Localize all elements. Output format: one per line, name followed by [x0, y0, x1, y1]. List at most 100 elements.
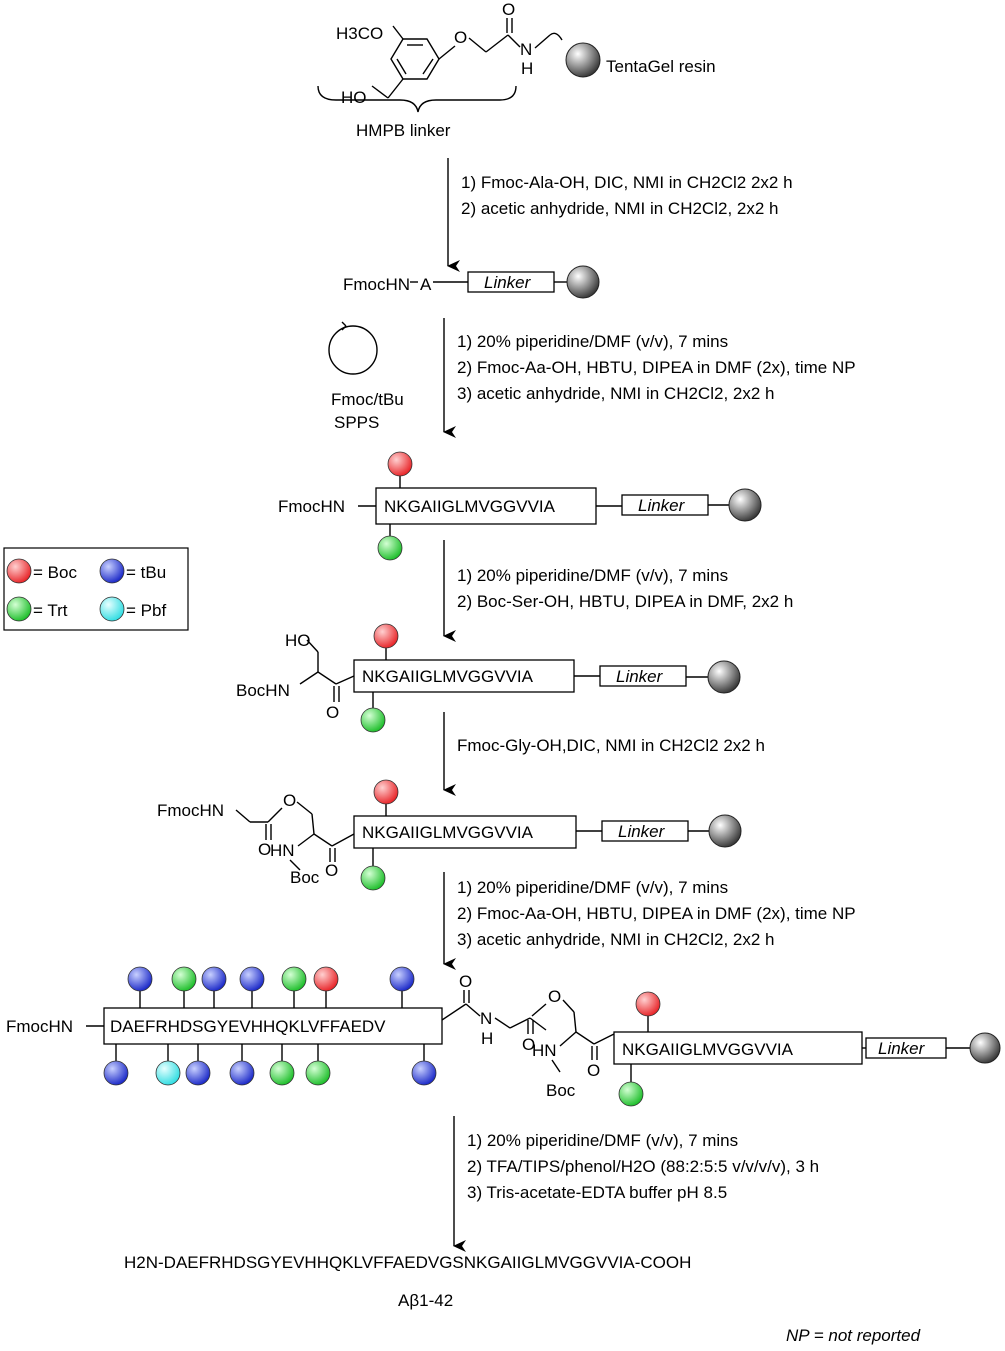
legend-boc-icon — [6, 558, 32, 584]
tbu-group-icon — [127, 966, 153, 992]
resin-bead-icon — [566, 265, 600, 299]
int3-linker-label: Linker — [616, 667, 664, 686]
legend: = Boc = tBu = Trt = Pbf — [3, 547, 189, 631]
protecting-groups-top — [127, 966, 415, 1008]
int3-bochn: BocHN — [236, 681, 290, 700]
step5-line1: 1) 20% piperidine/DMF (v/v), 7 mins — [457, 878, 728, 897]
legend-tbu-icon — [99, 558, 125, 584]
step3-line2: 2) Boc-Ser-OH, HBTU, DIPEA in DMF, 2x2 h — [457, 592, 793, 611]
intermediate-3: HO BocHN O NKGAIIGLMVGGVVIA Linker — [236, 623, 741, 733]
tbu-group-icon — [103, 1060, 129, 1086]
int2-sequence-box — [375, 487, 597, 525]
int4-hn: HN — [270, 841, 295, 860]
step6-line2: 2) TFA/TIPS/phenol/H2O (88:2:5:5 v/v/v/v… — [467, 1157, 819, 1176]
trt-group-icon — [281, 966, 307, 992]
resin-bead-icon — [707, 660, 741, 694]
int3-carbonyl-o: O — [326, 703, 339, 722]
step6-line1: 1) 20% piperidine/DMF (v/v), 7 mins — [467, 1131, 738, 1150]
step5-line2: 2) Fmoc-Aa-OH, HBTU, DIPEA in DMF (2x), … — [457, 904, 856, 923]
int5-linker-label: Linker — [878, 1039, 926, 1058]
tbu-group-icon — [411, 1060, 437, 1086]
ether-o-label: O — [454, 28, 467, 47]
intermediate-4: FmocHN O O HN Boc O NKGAIIGLMVGGVVIA Lin… — [157, 779, 742, 891]
step2-line1: 1) 20% piperidine/DMF (v/v), 7 mins — [457, 332, 728, 351]
int5-amide-o: O — [587, 1061, 600, 1080]
int5-ester-o: O — [548, 987, 561, 1006]
trt-group-icon — [377, 535, 403, 561]
int5-sequence-a: DAEFRHDSGYEVHHQKLVFFAEDV — [110, 1017, 386, 1036]
resin-bead-icon — [969, 1032, 1001, 1064]
tbu-group-icon — [239, 966, 265, 992]
step3-line1: 1) 20% piperidine/DMF (v/v), 7 mins — [457, 566, 728, 585]
step2-line3: 3) acetic anhydride, NMI in CH2Cl2, 2x2 … — [457, 384, 774, 403]
int4-linker-label: Linker — [618, 822, 666, 841]
product-sequence: H2N-DAEFRHDSGYEVHHQKLVFFAEDVGSNKGAIIGLMV… — [124, 1253, 691, 1272]
legend-boc-label: = Boc — [33, 563, 77, 582]
boc-group-icon — [313, 966, 339, 992]
int2-linker-label: Linker — [638, 496, 686, 515]
product-name: Aβ1-42 — [398, 1291, 453, 1310]
legend-box — [3, 547, 189, 631]
step1-line1: 1) Fmoc-Ala-OH, DIC, NMI in CH2Cl2 2x2 h — [461, 173, 793, 192]
legend-pbf-label: = Pbf — [126, 601, 166, 620]
cycle-label-1: Fmoc/tBu — [331, 390, 404, 409]
boc-group-icon — [387, 451, 413, 477]
hmpb-linker-label: HMPB linker — [356, 121, 451, 140]
trt-group-icon — [171, 966, 197, 992]
int4-fmochn: FmocHN — [157, 801, 224, 820]
tbu-group-icon — [201, 966, 227, 992]
int5-sequence-b-box — [613, 1031, 863, 1065]
carbonyl-o-label: O — [502, 0, 515, 19]
int1-residue: A — [420, 275, 432, 294]
int5-sequence-b: NKGAIIGLMVGGVVIA — [622, 1040, 794, 1059]
hydroxy-label: HO — [341, 88, 367, 107]
int4-amide-o: O — [325, 861, 338, 880]
int2-sequence: NKGAIIGLMVGGVVIA — [384, 497, 556, 516]
int4-sequence-box — [353, 815, 577, 849]
footnote: NP = not reported — [786, 1326, 921, 1345]
cycle-label-2: SPPS — [334, 413, 379, 432]
trt-group-icon — [305, 1060, 331, 1086]
legend-tbu-label: = tBu — [126, 563, 166, 582]
intermediate-1: FmocHN A Linker — [343, 265, 600, 299]
pbf-group-icon — [155, 1060, 181, 1086]
legend-pbf-icon — [99, 596, 125, 622]
int4-boc: Boc — [290, 868, 320, 887]
int3-sequence: NKGAIIGLMVGGVVIA — [362, 667, 534, 686]
resin-bead-icon — [728, 488, 762, 522]
int4-sequence: NKGAIIGLMVGGVVIA — [362, 823, 534, 842]
int5-carbonyl-o1: O — [459, 972, 472, 991]
starting-material: H3CO HO O O N H TentaGel resin HMPB link… — [317, 0, 716, 140]
int5-fmochn: FmocHN — [6, 1017, 73, 1036]
intermediate-2: FmocHN NKGAIIGLMVGGVVIA Linker — [278, 451, 762, 561]
int1-linker-label: Linker — [484, 273, 532, 292]
int4-ester-carbonyl-o: O — [258, 840, 271, 859]
tbu-group-icon — [389, 966, 415, 992]
int5-ester-carbonyl-o: O — [522, 1035, 535, 1054]
int5-sequence-a-box — [103, 1007, 443, 1045]
int2-fmochn: FmocHN — [278, 497, 345, 516]
step6-line3: 3) Tris-acetate-EDTA buffer pH 8.5 — [467, 1183, 727, 1202]
trt-group-icon — [360, 707, 386, 733]
intermediate-5: FmocHN DAEFRHDSGYEVHHQKLVFFAEDV O N H O … — [6, 966, 1001, 1107]
trt-group-icon — [618, 1081, 644, 1107]
tbu-group-icon — [185, 1060, 211, 1086]
amide-h-label: H — [521, 59, 533, 78]
step4-line1: Fmoc-Gly-OH,DIC, NMI in CH2Cl2 2x2 h — [457, 736, 765, 755]
linker-brace — [317, 85, 517, 113]
legend-trt-icon — [6, 596, 32, 622]
amide-n-label: N — [520, 40, 532, 59]
int3-sequence-box — [353, 659, 575, 693]
int5-boc: Boc — [546, 1081, 576, 1100]
cycle-icon — [328, 325, 378, 375]
step1-line2: 2) acetic anhydride, NMI in CH2Cl2, 2x2 … — [461, 199, 778, 218]
protecting-groups-bottom — [103, 1044, 437, 1086]
int5-amide-h: H — [481, 1029, 493, 1048]
legend-trt-label: = Trt — [33, 601, 68, 620]
tbu-group-icon — [229, 1060, 255, 1086]
resin-bead-icon — [565, 42, 601, 78]
boc-group-icon — [635, 991, 661, 1017]
benzene-ring — [390, 38, 440, 80]
boc-group-icon — [373, 623, 399, 649]
